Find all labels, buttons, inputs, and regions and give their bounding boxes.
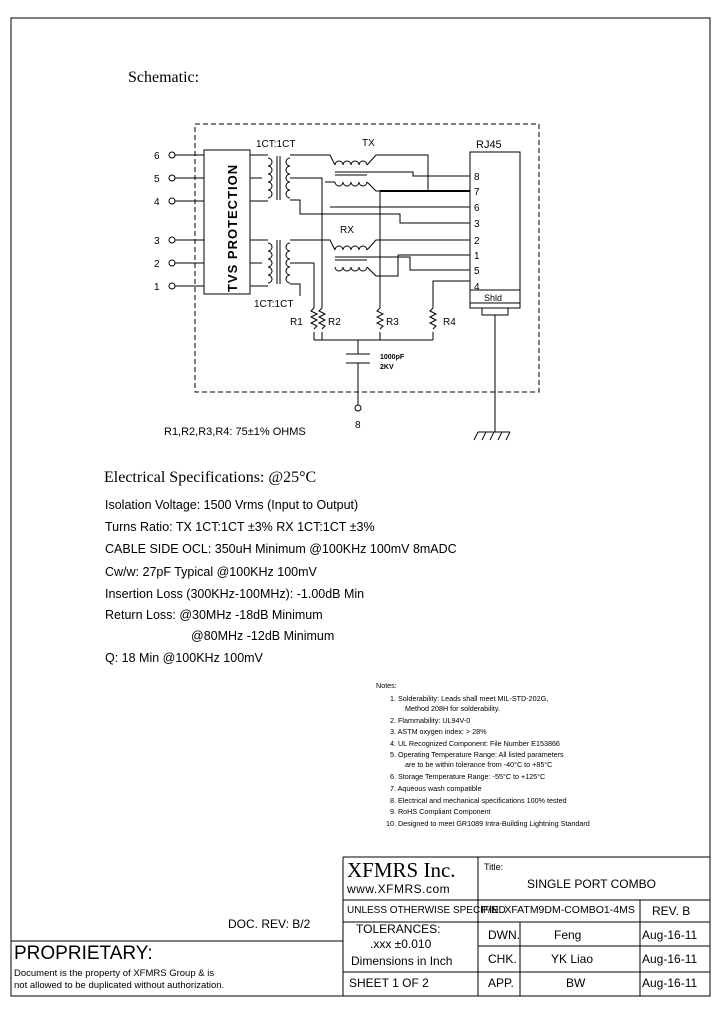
resistor-r1 (309, 307, 319, 340)
revision: REV. B (652, 904, 691, 918)
spec-line: Cw/w: 27pF Typical @100KHz 100mV (105, 565, 317, 579)
tolerance-value: .xxx ±0.010 (370, 937, 432, 951)
proprietary-line-2: not allowed to be duplicated without aut… (14, 980, 225, 991)
r4-label: R4 (443, 317, 456, 328)
r3-label: R3 (386, 317, 399, 328)
schematic-diagram: TVS PROTECTION 1CT:1CT 1CT:1CT TX RX RJ4… (154, 123, 540, 441)
left-pin: 3 (154, 236, 160, 247)
app-role: APP. (488, 976, 514, 990)
rx-label: RX (340, 225, 354, 236)
r2-label: R2 (328, 317, 341, 328)
spec-line: Insertion Loss (300KHz-100MHz): -1.00dB … (105, 587, 365, 601)
note-item: 4. UL Recognized Component: File Number … (390, 739, 560, 748)
spec-line: Isolation Voltage: 1500 Vrms (Input to O… (105, 498, 359, 512)
part-number: P/N: XFATM9DM-COMBO1-4MS (481, 904, 635, 916)
rx-transformer (267, 240, 368, 284)
note-item: 7. Aqueous wash compatible (390, 784, 482, 793)
note-item: 3. ASTM oxygen index: > 28% (390, 727, 487, 736)
rj45-pin: 2 (474, 236, 480, 247)
module-boundary (194, 123, 540, 393)
left-pin: 2 (154, 259, 160, 270)
left-pin: 5 (154, 174, 160, 185)
note-item: are to be within tolerance from -40°C to… (405, 760, 553, 769)
ct-top-label: 1CT:1CT (256, 139, 295, 150)
notes-heading: Notes: (376, 681, 397, 690)
r1-label: R1 (290, 317, 303, 328)
spec-line: @80MHz -12dB Minimum (191, 629, 335, 643)
dwn-name: Feng (554, 928, 582, 942)
app-name: BW (566, 976, 586, 990)
shld-label: Shld (484, 293, 502, 303)
spec-line: Q: 18 Min @100KHz 100mV (105, 651, 263, 665)
resistor-note: R1,R2,R3,R4: 75±1% OHMS (164, 426, 306, 438)
note-item: 1. Solderability: Leads shall meet MIL-S… (390, 694, 549, 703)
resistor-r3 (375, 307, 385, 340)
chk-role: CHK. (488, 952, 517, 966)
tvs-block (203, 149, 251, 295)
rj45-pin: 1 (474, 251, 480, 262)
rj45-pin: 3 (474, 219, 480, 230)
doc-revision: DOC. REV: B/2 (228, 917, 311, 931)
tx-transformer (267, 156, 368, 200)
electrical-heading: Electrical Specifications: @25°C (104, 469, 317, 486)
rj45-pin: 8 (474, 172, 480, 183)
cap-voltage: 2KV (380, 364, 394, 371)
rj45-pin: 5 (474, 266, 480, 277)
left-pin: 6 (154, 151, 160, 162)
cap-value: 1000pF (380, 354, 405, 361)
company-name: XFMRS Inc. (347, 858, 456, 882)
left-pin-leads (168, 151, 204, 290)
spec-line: CABLE SIDE OCL: 350uH Minimum @100KHz 10… (105, 542, 457, 556)
schematic-heading: Schematic: (128, 69, 200, 86)
note-item: 8. Electrical and mechanical specificati… (390, 796, 567, 805)
note-item: 2. Flammability: UL94V-0 (390, 716, 471, 725)
tvs-label: TVS PROTECTION (225, 164, 240, 292)
rj45-pin: 4 (474, 282, 480, 293)
dwn-date: Aug-16-11 (642, 928, 698, 942)
rj45-pin: 6 (474, 203, 480, 214)
dwn-role: DWN. (488, 928, 520, 942)
sheet-number: SHEET 1 OF 2 (349, 976, 429, 990)
ground-symbol (473, 431, 511, 441)
proprietary-heading: PROPRIETARY: (14, 943, 153, 964)
chk-name: YK Liao (551, 952, 594, 966)
ground-pin-label: 8 (355, 420, 361, 431)
tx-label: TX (362, 138, 375, 149)
note-item: Method 208H for solderability. (405, 704, 500, 713)
resistor-r2 (317, 307, 327, 340)
company-website[interactable]: www.XFMRS.com (347, 882, 451, 896)
resistor-r4 (428, 307, 438, 340)
note-item: 5. Operating Temperature Range: All list… (390, 750, 564, 759)
spec-line: Turns Ratio: TX 1CT:1CT ±3% RX 1CT:1CT ±… (105, 520, 375, 534)
drawing-title: SINGLE PORT COMBO (527, 877, 656, 891)
ct-bottom-label: 1CT:1CT (254, 299, 293, 310)
tolerances-label: TOLERANCES: (356, 922, 441, 936)
spec-line: Return Loss: @30MHz -18dB Minimum (105, 608, 323, 622)
dimensions-unit: Dimensions in Inch (351, 954, 453, 968)
rj45-label: RJ45 (476, 139, 502, 151)
proprietary-line-1: Document is the property of XFMRS Group … (14, 968, 215, 979)
note-item: 9. RoHS Compliant Component (390, 807, 491, 816)
unless-specified: UNLESS OTHERWISE SPECIFIED (347, 905, 506, 916)
chk-date: Aug-16-11 (642, 952, 698, 966)
note-item: 10. Designed to meet GR1089 Intra-Buildi… (386, 819, 590, 828)
app-date: Aug-16-11 (642, 976, 698, 990)
title-label: Title: (484, 862, 504, 872)
rj45-pin: 7 (474, 187, 480, 198)
left-pin: 1 (154, 282, 160, 293)
left-pin: 4 (154, 197, 160, 208)
note-item: 6. Storage Temperature Range: -55°C to +… (390, 772, 546, 781)
